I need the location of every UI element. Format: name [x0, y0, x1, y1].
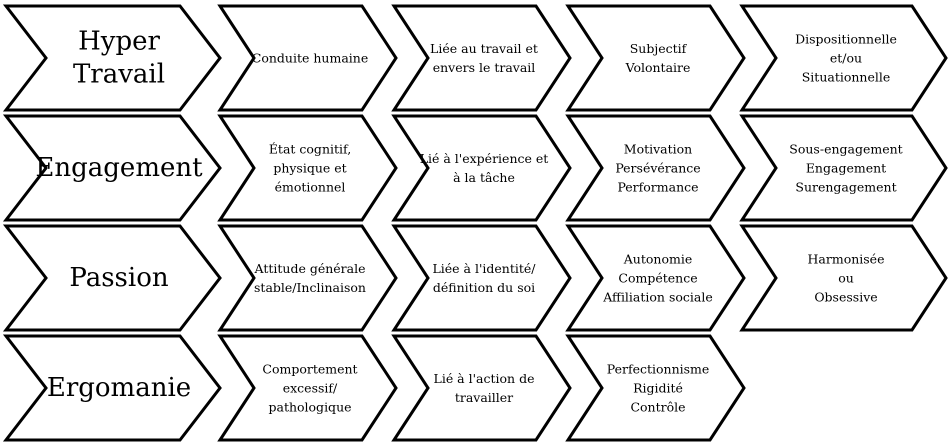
row-1-cell-2-line-1: Persévérance — [615, 161, 700, 176]
row-3-title-chevron — [2, 334, 222, 442]
row-1-cell-0-line-2: émotionnel — [275, 180, 346, 195]
row-0-cell-2-line-1: Volontaire — [625, 60, 691, 75]
row-1-cell-0-chevron — [217, 114, 398, 222]
row-1-title-chevron — [2, 114, 222, 222]
row-2-cell-1-chevron — [391, 224, 572, 332]
row-0-cell-3-line-2: Situationnelle — [802, 70, 891, 85]
row-2-cell-0-line-1: stable/Inclinaison — [254, 280, 366, 295]
row-3-cell-0-line-0: Comportement — [262, 362, 357, 377]
row-2-cell-3-line-2: Obsessive — [814, 290, 877, 305]
row-2-cell-2-line-0: Autonomie — [623, 252, 692, 267]
row-2-cell-2-line-1: Compétence — [618, 271, 697, 286]
row-0-cell-1-line-1: envers le travail — [433, 60, 536, 75]
row-2-title-line-0: Passion — [69, 263, 168, 293]
row-1-cell-3-line-2: Surengagement — [795, 180, 896, 195]
row-1-cell-0-line-1: physique et — [273, 161, 346, 176]
row-3-cell-1-line-0: Lié à l'action de — [434, 371, 535, 386]
row-0-title-line-0: Hyper — [78, 27, 160, 57]
row-0-cell-3-line-0: Dispositionnelle — [795, 32, 897, 47]
row-3-cell-0-line-1: excessif/ — [283, 381, 338, 396]
row-2-cell-0-line-0: Attitude générale — [254, 261, 366, 276]
row-0-cell-1-chevron — [391, 4, 572, 112]
row-1-title-line-0: Engagement — [35, 153, 203, 183]
row-1-cell-3-line-0: Sous-engagement — [789, 142, 902, 157]
row-2-cell-3-line-1: ou — [838, 271, 854, 286]
row-0-title-line-1: Travail — [73, 60, 165, 90]
row-3-cell-2-line-1: Rigidité — [633, 381, 683, 396]
row-2-cell-2-chevron — [565, 224, 746, 332]
row-2-cell-1-line-1: définition du soi — [433, 280, 535, 295]
row-1-cell-2-line-2: Performance — [617, 180, 698, 195]
row-3-cell-1-chevron — [391, 334, 572, 442]
row-1-cell-1-chevron — [391, 114, 572, 222]
row-3-cell-2-chevron — [565, 334, 746, 442]
row-3-cell-0-chevron — [217, 334, 398, 442]
row-2-cell-2-line-2: Affiliation sociale — [602, 290, 713, 305]
row-2-cell-0-chevron — [217, 224, 398, 332]
row-2-cell-3-chevron — [739, 224, 948, 332]
row-0-cell-2-chevron — [565, 4, 746, 112]
row-3-title-line-0: Ergomanie — [47, 373, 191, 403]
row-1-cell-3-chevron — [739, 114, 948, 222]
row-0-cell-0-chevron — [217, 4, 398, 112]
row-1-cell-0-line-0: État cognitif, — [269, 142, 351, 157]
row-1-cell-3-line-1: Engagement — [806, 161, 886, 176]
row-2-title-chevron — [2, 224, 222, 332]
row-0-cell-3-line-1: et/ou — [830, 51, 862, 66]
row-1-cell-2-chevron — [565, 114, 746, 222]
row-0-cell-1-line-0: Liée au travail et — [430, 41, 538, 56]
row-1-cell-1-line-0: Lié à l'expérience et — [420, 151, 549, 166]
row-3-cell-2-line-2: Contrôle — [630, 400, 685, 415]
row-0-cell-0-line-0: Conduite humaine — [252, 51, 368, 66]
row-0-title-chevron — [2, 4, 222, 112]
row-2-cell-1-line-0: Liée à l'identité/ — [432, 261, 536, 276]
row-3-cell-2-line-0: Perfectionnisme — [607, 362, 710, 377]
row-0-cell-3-chevron — [739, 4, 948, 112]
row-1-cell-1-line-1: à la tâche — [453, 170, 515, 185]
row-3-cell-0-line-2: pathologique — [268, 400, 351, 415]
row-3-cell-1-line-1: travailler — [455, 390, 513, 405]
row-0-cell-2-line-0: Subjectif — [630, 41, 688, 56]
row-2-cell-3-line-0: Harmonisée — [808, 252, 885, 267]
row-1-cell-2-line-0: Motivation — [624, 142, 692, 157]
